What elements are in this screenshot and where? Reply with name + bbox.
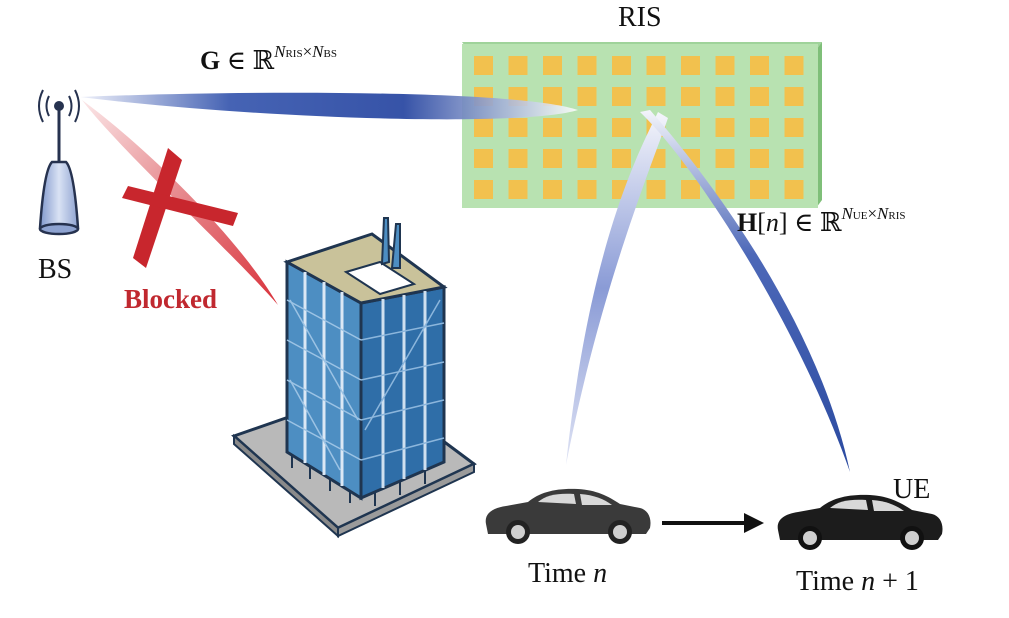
h-symbol: H: [737, 208, 758, 237]
ue-label: UE: [893, 474, 931, 505]
ris-element: [784, 87, 804, 106]
time-n1-word: Time: [796, 566, 855, 597]
ris-element: [784, 118, 804, 137]
ris-element: [715, 56, 735, 75]
ris-element: [474, 118, 493, 137]
ris-element: [508, 180, 528, 199]
ris-element: [715, 87, 735, 106]
ris-element: [681, 56, 700, 75]
time-n1-label: Time n + 1: [796, 566, 919, 598]
h-in: ∈ ℝ: [794, 208, 842, 237]
ris-element: [784, 180, 804, 199]
blocked-label: Blocked: [124, 284, 218, 314]
ris-element: [750, 149, 769, 168]
ris-element: [784, 149, 804, 168]
ris-element: [543, 118, 562, 137]
car-icon-ue: [777, 494, 943, 550]
ris-element: [646, 180, 666, 199]
ris-element: [715, 180, 735, 199]
building-icon: [231, 217, 477, 539]
ris-element: [543, 87, 562, 106]
antenna-icon: [38, 89, 80, 236]
time-n1-plus: + 1: [882, 566, 919, 597]
cross-icon: [122, 148, 238, 268]
ris-element: [577, 87, 597, 106]
ris-element: [577, 149, 597, 168]
h-dim: NUE×NRIS: [841, 204, 906, 223]
arrow-icon: [662, 513, 764, 533]
ris-element: [612, 56, 631, 75]
time-n1-var: n: [861, 566, 876, 597]
ris-label: RIS: [618, 2, 662, 33]
ris-element: [577, 118, 597, 137]
ris-element: [474, 56, 493, 75]
g-in: ∈ ℝ: [226, 46, 275, 75]
ris-element: [474, 149, 493, 168]
ris-element: [543, 180, 562, 199]
car-icon: [485, 488, 651, 544]
ris-element: [681, 180, 700, 199]
bs-label: BS: [38, 254, 73, 285]
ris-element: [508, 149, 528, 168]
time-n-label: Time n: [528, 558, 607, 590]
ris-element: [543, 56, 562, 75]
g-channel-equation: G ∈ ℝNRIS×NBS: [200, 42, 337, 76]
h-channel-equation: H[n] ∈ ℝNUE×NRIS: [737, 204, 906, 237]
time-n-var: n: [593, 558, 608, 589]
ris-element: [577, 56, 597, 75]
ris-element: [750, 118, 769, 137]
ris-element: [577, 180, 597, 199]
ris-element: [750, 180, 769, 199]
ris-element: [612, 118, 631, 137]
ris-element: [681, 118, 700, 137]
ris-element: [715, 118, 735, 137]
ris-element: [750, 56, 769, 75]
g-symbol: G: [200, 46, 221, 75]
time-n-word: Time: [528, 558, 587, 589]
ris-element: [474, 180, 493, 199]
ris-element: [508, 56, 528, 75]
ris-element: [715, 149, 735, 168]
ris-element: [612, 149, 631, 168]
ris-element: [646, 56, 666, 75]
ris-element: [784, 56, 804, 75]
ris-element: [543, 149, 562, 168]
ris-element: [750, 87, 769, 106]
ris-element: [612, 87, 631, 106]
g-dim: NRIS×NBS: [274, 42, 337, 61]
ris-element: [646, 87, 666, 106]
ris-element: [681, 87, 700, 106]
g-channel-beam: [80, 92, 578, 120]
ris-element: [508, 118, 528, 137]
